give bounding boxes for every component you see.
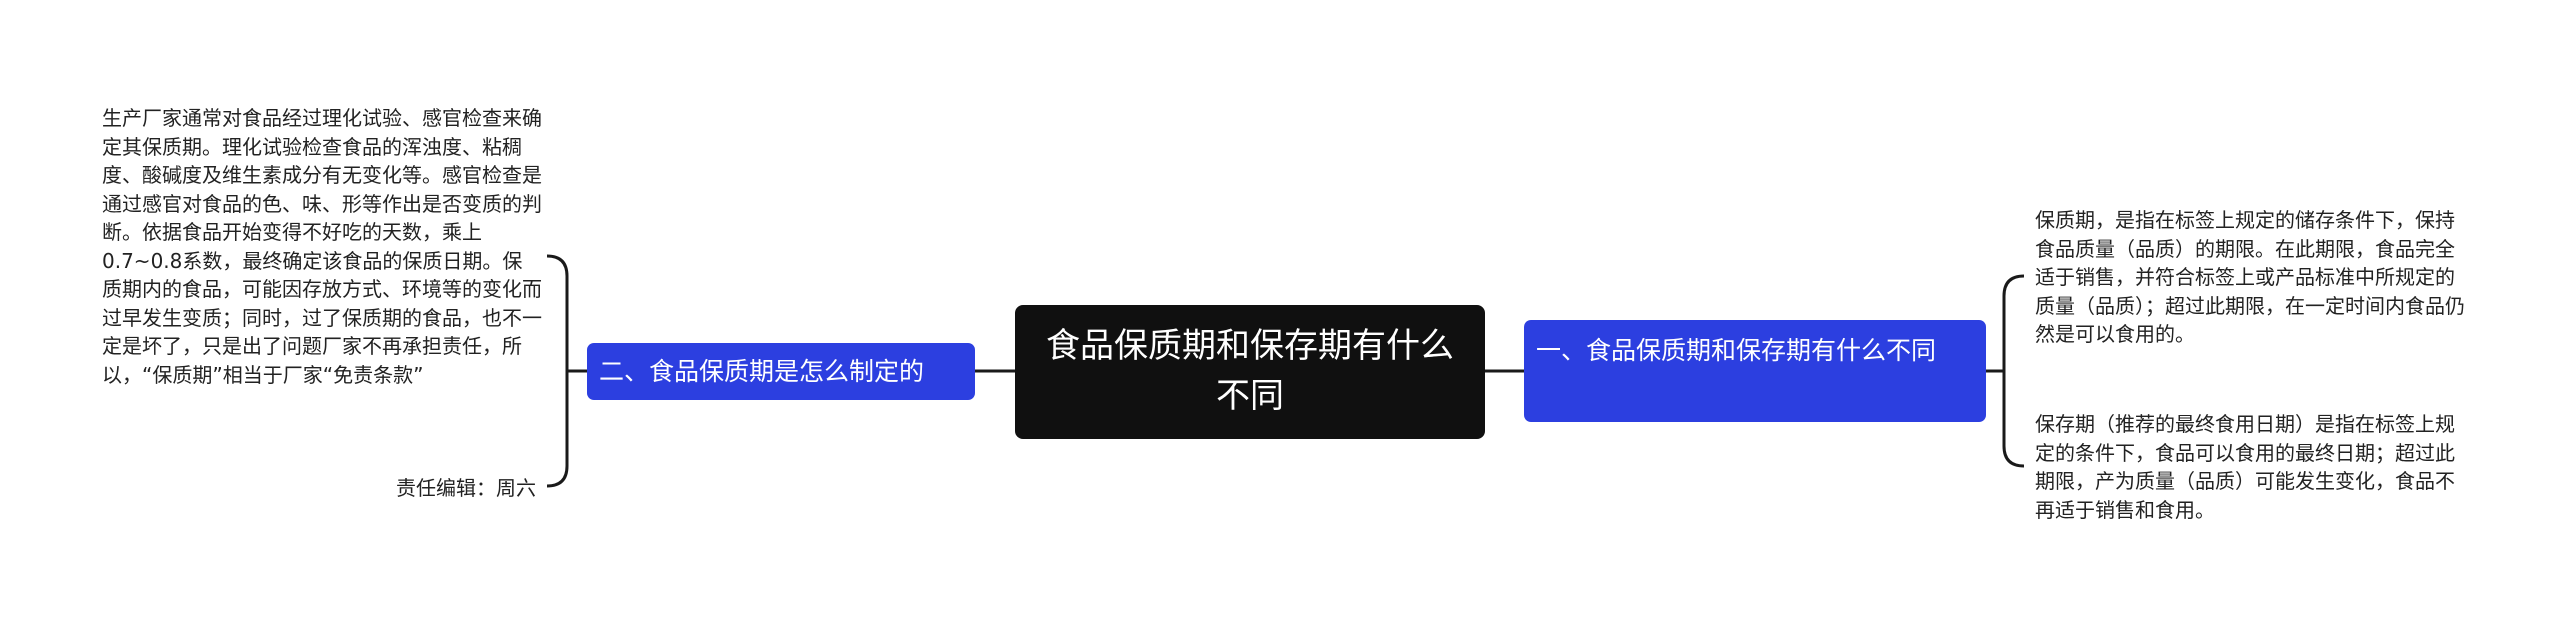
central-topic[interactable]: 食品保质期和保存期有什么不同 (1015, 305, 1485, 439)
leaf-right-2-text: 保存期（推荐的最终食用日期）是指在标签上规定的条件下，食品可以食用的最终日期；超… (2035, 412, 2455, 522)
branch-right-label: 一、食品保质期和保存期有什么不同 (1536, 336, 1937, 365)
leaf-shelf-life-definition[interactable]: 保质期，是指在标签上规定的储存条件下，保持食品质量（品质）的期限。在此期限，食品… (2035, 206, 2467, 349)
left-bracket (546, 254, 569, 488)
central-topic-title: 食品保质期和保存期有什么不同 (1046, 326, 1454, 416)
leaf-editor-credit[interactable]: 责任编辑：周六 (300, 474, 536, 503)
branch-left-label: 二、食品保质期是怎么制定的 (599, 356, 925, 386)
branch-shelf-life-vs-storage-life[interactable]: 一、食品保质期和保存期有什么不同 (1524, 320, 1986, 422)
leaf-editor-text: 责任编辑：周六 (396, 476, 536, 500)
leaf-shelf-life-determination[interactable]: 生产厂家通常对食品经过理化试验、感官检查来确定其保质期。理化试验检查食品的浑浊度… (102, 104, 542, 389)
leaf-storage-life-definition[interactable]: 保存期（推荐的最终食用日期）是指在标签上规定的条件下，食品可以食用的最终日期；超… (2035, 410, 2467, 524)
leaf-left-details-text: 生产厂家通常对食品经过理化试验、感官检查来确定其保质期。理化试验检查食品的浑浊度… (102, 106, 542, 387)
branch-how-shelf-life-is-set[interactable]: 二、食品保质期是怎么制定的 (587, 343, 975, 400)
leaf-right-1-text: 保质期，是指在标签上规定的储存条件下，保持食品质量（品质）的期限。在此期限，食品… (2035, 208, 2465, 346)
right-bracket (2002, 274, 2025, 468)
